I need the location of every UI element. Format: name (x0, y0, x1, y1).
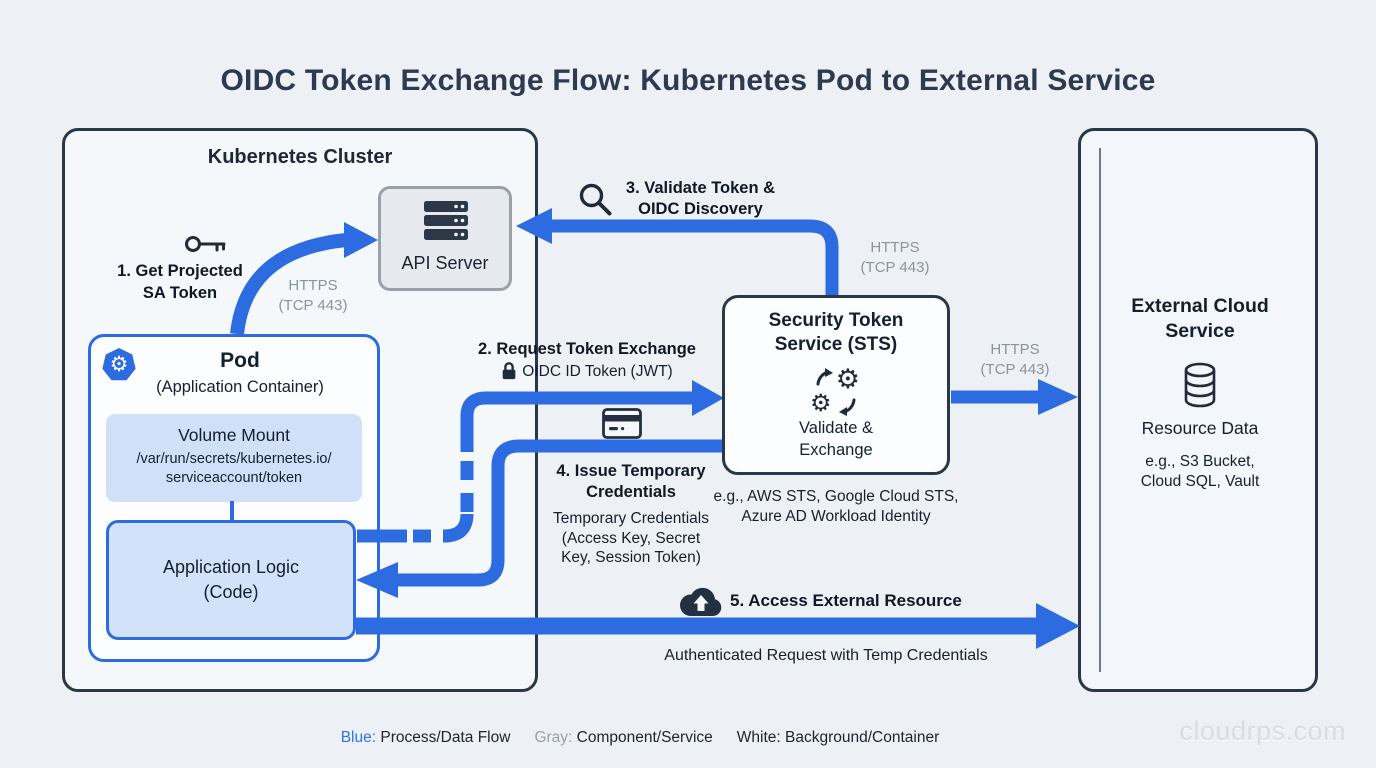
legend-gray-value: Component/Service (576, 729, 713, 746)
sts-action-line1: Validate & (799, 419, 873, 437)
https3-line2: (TCP 443) (980, 361, 1050, 378)
pod-title: Pod (220, 349, 260, 372)
step4-line2: Credentials (586, 483, 676, 501)
step4-label: 4. Issue Temporary Credentials (545, 461, 717, 503)
lock-icon (502, 362, 516, 380)
step3-line2: OIDC Discovery (638, 200, 763, 218)
step5-label: 5. Access External Resource (730, 591, 962, 610)
step2-sub-text: OIDC ID Token (JWT) (522, 363, 673, 380)
watermark: cloudrps.com (1179, 716, 1346, 746)
step4-sub-line2: (Access Key, Secret (561, 529, 701, 547)
sts-examples: e.g., AWS STS, Google Cloud STS, Azure A… (700, 487, 972, 527)
credit-card-icon (602, 408, 642, 439)
volume-mount-path: /var/run/secrets/kubernetes.io/ servicea… (106, 450, 362, 488)
external-cloud-service-title: External Cloud Service (1090, 294, 1310, 344)
application-logic-box: Application Logic (Code) (106, 520, 356, 640)
https1-line2: (TCP 443) (278, 297, 348, 314)
volume-mount-path-line2: serviceaccount/token (165, 470, 303, 486)
external-title-line1: External Cloud (1131, 295, 1269, 317)
https2-line1: HTTPS (870, 239, 920, 256)
kubernetes-pod-icon: ⚙ (102, 348, 136, 382)
https-label-pod-api: HTTPS (TCP 443) (263, 276, 363, 316)
arrow-validate-token (516, 208, 839, 297)
legend-gray-key: Gray: (534, 729, 573, 746)
https3-line1: HTTPS (990, 341, 1040, 358)
step4-sublabel: Temporary Credentials (Access Key, Secre… (537, 509, 725, 568)
pod-subtitle: (Application Container) (156, 378, 324, 396)
https-label-sts-api: HTTPS (TCP 443) (845, 238, 945, 278)
external-examples: e.g., S3 Bucket, Cloud SQL, Vault (1090, 452, 1310, 492)
application-logic-line1: Application Logic (162, 557, 300, 577)
volume-mount-title: Volume Mount (178, 425, 290, 445)
legend-blue-key: Blue: (340, 729, 377, 746)
volume-to-logic-connector (230, 501, 234, 521)
server-stack-icon (424, 201, 468, 240)
sts-title-line2: Service (STS) (774, 334, 898, 355)
application-logic-line2: (Code) (203, 582, 259, 602)
step2-label: 2. Request Token Exchange (478, 340, 696, 358)
volume-mount-box (106, 414, 362, 502)
database-icon (1184, 362, 1216, 408)
external-examples-line2: Cloud SQL, Vault (1140, 473, 1260, 490)
magnifier-icon (579, 183, 612, 216)
key-icon (185, 236, 226, 252)
external-examples-line1: e.g., S3 Bucket, (1145, 453, 1255, 470)
external-resource-label: Resource Data (1141, 418, 1259, 438)
step2-sublabel: OIDC ID Token (JWT) (467, 361, 707, 381)
step1-line1: 1. Get Projected (117, 262, 243, 280)
arrow-sts-to-external (951, 379, 1078, 415)
step1-label: 1. Get Projected SA Token (99, 260, 261, 304)
external-cloud-service-box (1078, 128, 1318, 692)
step4-sub-line1: Temporary Credentials (553, 510, 709, 527)
step1-line2: SA Token (142, 284, 218, 302)
legend-gray: Gray: Component/Service (534, 729, 712, 747)
https2-line2: (TCP 443) (860, 259, 930, 276)
https-label-sts-external: HTTPS (TCP 443) (965, 340, 1065, 380)
step5-sublabel: Authenticated Request with Temp Credenti… (664, 647, 988, 664)
legend: Blue: Process/Data Flow Gray: Component/… (0, 729, 1280, 747)
sts-examples-line2: Azure AD Workload Identity (741, 508, 931, 525)
step3-label: 3. Validate Token & OIDC Discovery (618, 178, 783, 220)
page-title-text: OIDC Token Exchange Flow: Kubernetes Pod… (220, 64, 1156, 97)
kubernetes-cluster-label: Kubernetes Cluster (207, 146, 393, 168)
sts-title-line1: Security Token (768, 310, 904, 331)
https1-line1: HTTPS (288, 277, 338, 294)
gears-exchange-icon: ⚙ ⚙ (810, 364, 860, 417)
cloud-upload-icon (679, 587, 722, 616)
external-title-line2: Service (1165, 320, 1235, 342)
sts-action-line2: Exchange (799, 441, 873, 459)
legend-white-value: Background/Container (785, 729, 940, 746)
legend-blue: Blue: Process/Data Flow (341, 729, 511, 747)
volume-mount-path-line1: /var/run/secrets/kubernetes.io/ (136, 451, 332, 467)
sts-action-label: Validate & Exchange (722, 417, 950, 461)
sts-box (722, 295, 950, 475)
api-server-label: API Server (401, 253, 489, 273)
sts-examples-line1: e.g., AWS STS, Google Cloud STS, (713, 488, 959, 505)
legend-blue-value: Process/Data Flow (380, 729, 511, 746)
legend-white-key: White: (736, 729, 781, 746)
step3-line1: 3. Validate Token & (625, 179, 776, 197)
external-box-inner-divider (1099, 148, 1101, 672)
step4-line1: 4. Issue Temporary (556, 462, 706, 480)
application-logic-label: Application Logic (Code) (163, 555, 299, 605)
step4-sub-line3: Key, Session Token) (561, 549, 701, 566)
page-title: OIDC Token Exchange Flow: Kubernetes Pod… (0, 64, 1376, 98)
sts-title: Security Token Service (STS) (722, 309, 950, 357)
legend-white: White: Background/Container (737, 729, 940, 747)
